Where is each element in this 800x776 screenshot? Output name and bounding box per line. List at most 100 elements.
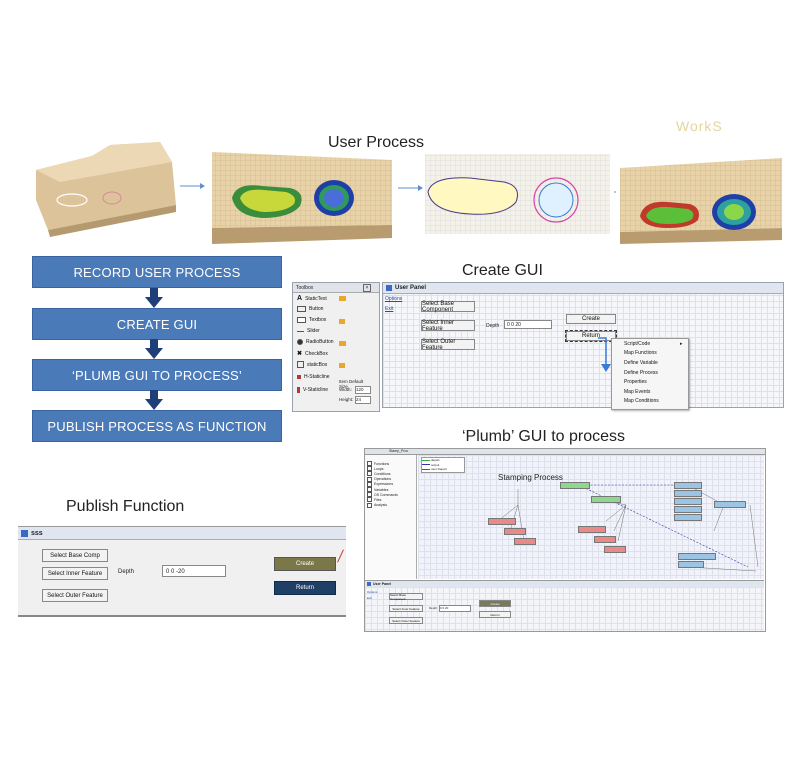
toolbox-item-h-staticline[interactable]: H-Staticline: [297, 374, 330, 380]
toolbox-item-v-staticline[interactable]: V-Staticline: [297, 387, 328, 393]
toolbox-item-slider[interactable]: Slider: [297, 328, 320, 334]
legend-output: output: [422, 462, 440, 467]
plumb-select-inner[interactable]: Select Inner Feature: [389, 605, 423, 612]
node-cut-3[interactable]: [514, 538, 536, 545]
publish-depth-input[interactable]: 0 0 -20: [162, 565, 226, 577]
plumb-user-panel: User Panel Options Exit Select Base Comp…: [365, 580, 764, 631]
ctx-map-conditions[interactable]: Map Conditions: [624, 398, 659, 405]
node-cut-1[interactable]: [488, 518, 516, 525]
plumb-canvas[interactable]: depart output user Depart Stamping Proce…: [418, 455, 764, 579]
publish-select-base[interactable]: Select Base Comp: [42, 549, 108, 562]
height-label: Height:: [339, 397, 354, 402]
publish-select-inner[interactable]: Select Inner Feature: [42, 567, 108, 580]
publish-titlebar: sss: [18, 527, 346, 540]
ctx-map-functions[interactable]: Map Functions: [624, 350, 657, 357]
node-c[interactable]: [674, 498, 702, 505]
width-label: Width:: [339, 387, 352, 392]
plumb-tree: Functions Loops Conditions Operations Ex…: [365, 455, 417, 579]
ctx-define-process[interactable]: Define Process: [624, 369, 658, 376]
toolbox-item-checkbox[interactable]: ✖CheckBox: [297, 350, 328, 358]
publish-window: sss Select Base Comp Select Inner Featur…: [18, 526, 346, 617]
tree-loops[interactable]: Loops: [367, 466, 416, 472]
node-stamp-2[interactable]: [591, 496, 621, 503]
height-input[interactable]: 24: [355, 396, 371, 404]
node-d[interactable]: [674, 506, 702, 513]
tree-analysis[interactable]: Analysis: [367, 502, 416, 508]
tree-expressions[interactable]: Expressions: [367, 481, 416, 487]
toolbox-item-radiobutton[interactable]: RadioButton: [297, 339, 334, 345]
plumb-connectors: [497, 484, 759, 572]
folder-icon: [339, 341, 346, 346]
item-default-size-label: Item Default Size: [339, 379, 364, 389]
ctx-map-events[interactable]: Map Events: [624, 388, 651, 395]
folder-icon: [339, 319, 345, 324]
ctx-define-variable[interactable]: Define Variable: [624, 359, 658, 366]
plumb-title: ‘Plumb’ GUI to process: [462, 428, 626, 445]
flow-step-publish: PUBLISH PROCESS AS FUNCTION: [32, 410, 282, 442]
plumb-menu-options[interactable]: Options: [367, 590, 378, 594]
publish-bottom-border: [18, 615, 346, 617]
select-inner-button[interactable]: Select Inner Feature: [421, 320, 475, 332]
publish-create-button[interactable]: Create: [274, 557, 336, 571]
user-panel-titlebar: User Panel: [383, 283, 783, 294]
publish-title: Publish Function: [66, 498, 185, 515]
plumb-window: Stamp_Proc Functions Loops Conditions Op…: [364, 448, 766, 632]
tree-os-commands[interactable]: OS Commands: [367, 492, 416, 498]
flow-step-record: RECORD USER PROCESS: [32, 256, 282, 288]
tree-files[interactable]: Files: [367, 497, 416, 503]
user-process-title: User Process: [328, 134, 425, 151]
plumb-select-outer[interactable]: Select Outer Feature: [389, 617, 423, 624]
user-process-images: [36, 142, 782, 244]
toolbox-item-button[interactable]: Button: [297, 306, 323, 312]
close-icon[interactable]: ×: [363, 284, 371, 292]
plumb-return[interactable]: Return: [479, 611, 511, 618]
publish-return-button[interactable]: Return: [274, 581, 336, 595]
plumb-depth-input[interactable]: 0 0 20: [439, 605, 471, 612]
node-g[interactable]: [678, 553, 716, 560]
node-cut-6[interactable]: [604, 546, 626, 553]
select-base-button[interactable]: Select Base Component: [421, 301, 475, 313]
node-f[interactable]: [714, 501, 746, 508]
publish-select-outer[interactable]: Select Outer Feature: [42, 589, 108, 602]
plumb-user-panel-titlebar: User Panel: [365, 581, 764, 587]
tree-variables[interactable]: Variables: [367, 487, 416, 493]
ctx-properties[interactable]: Properties: [624, 379, 647, 386]
node-stamp[interactable]: [560, 482, 590, 489]
part-image-1: [36, 142, 176, 237]
app-icon: [367, 582, 371, 586]
node-e[interactable]: [674, 514, 702, 521]
toolbox-item-textbox[interactable]: Textbox: [297, 317, 326, 323]
toolbox-item-staticbox[interactable]: staticBox: [297, 361, 327, 368]
part-image-3: [425, 154, 610, 234]
node-b[interactable]: [674, 490, 702, 497]
context-arrow: [598, 337, 611, 372]
select-outer-button[interactable]: Select Outer Feature: [421, 339, 475, 351]
plumb-tab[interactable]: Stamp_Proc: [365, 449, 765, 455]
flow-step-plumb: ‘PLUMB GUI TO PROCESS’: [32, 359, 282, 391]
menu-exit[interactable]: Exit: [385, 306, 394, 312]
plumb-menu-exit[interactable]: Exit: [367, 596, 373, 600]
ctx-script-code[interactable]: Script/Code: [624, 340, 651, 347]
node-cut-4[interactable]: [578, 526, 606, 533]
menu-options[interactable]: Options: [385, 296, 403, 302]
part-image-2: [212, 152, 392, 244]
node-cut-5[interactable]: [594, 536, 616, 543]
tree-conditions[interactable]: Conditions: [367, 471, 416, 477]
logo-text: WorkS: [676, 118, 723, 134]
create-button[interactable]: Create: [566, 314, 616, 324]
node-h[interactable]: [678, 561, 704, 568]
plumb-create[interactable]: Create: [479, 600, 511, 607]
red-line: [337, 549, 344, 563]
tree-functions[interactable]: Functions: [367, 461, 416, 467]
tree-operations[interactable]: Operations: [367, 476, 416, 482]
width-input[interactable]: 120: [355, 386, 371, 394]
legend-depart: depart: [422, 458, 440, 463]
node-cut-2[interactable]: [504, 528, 526, 535]
plumb-select-base[interactable]: Select Base Component: [389, 593, 423, 601]
depth-input[interactable]: 0 0 20: [504, 320, 552, 329]
user-panel-window: User Panel Options Exit Select Base Comp…: [382, 282, 784, 408]
return-button[interactable]: Return: [565, 330, 617, 342]
node-a[interactable]: [674, 482, 702, 489]
